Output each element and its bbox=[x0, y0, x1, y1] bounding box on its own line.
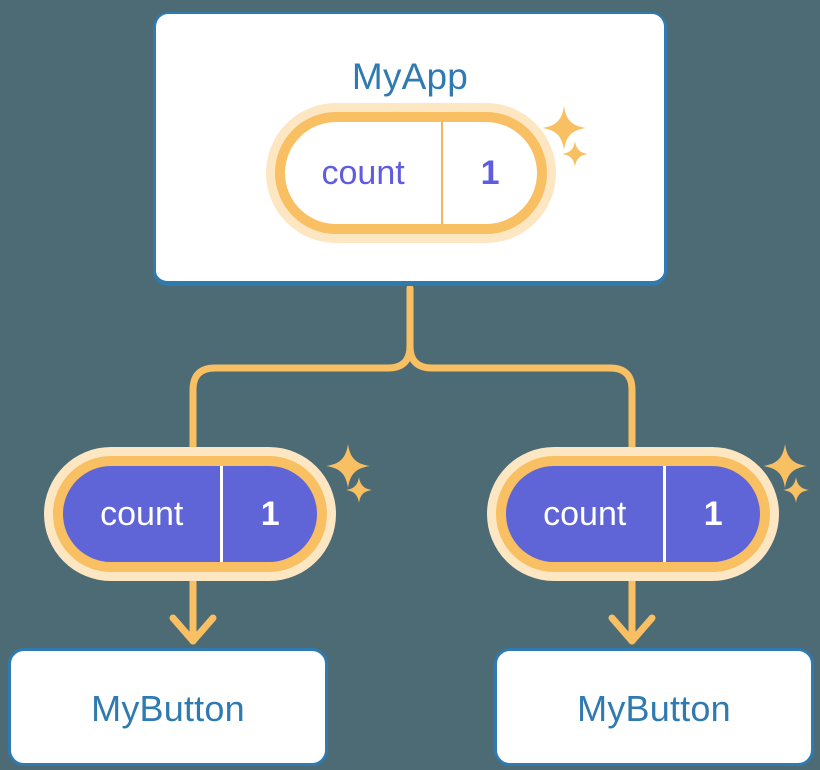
component-label: MyButton bbox=[577, 688, 731, 729]
signal-value: 1 bbox=[220, 466, 317, 562]
sparkle-icon bbox=[346, 477, 372, 503]
signal-pill-left[interactable]: count 1 bbox=[44, 447, 336, 581]
pill-body: count 1 bbox=[506, 466, 760, 562]
arrow-down-icon bbox=[608, 574, 656, 645]
component-card-mybutton-right[interactable]: MyButton bbox=[494, 648, 814, 766]
page-title: MyApp bbox=[351, 56, 469, 97]
signal-name: count bbox=[543, 495, 627, 533]
pill-body: count 1 bbox=[285, 122, 537, 224]
signal-value: 1 bbox=[441, 122, 537, 224]
component-card-mybutton-left[interactable]: MyButton bbox=[8, 648, 328, 766]
arrow-down-icon bbox=[169, 574, 217, 645]
sparkle-icon bbox=[783, 477, 809, 503]
signal-pill-myapp[interactable]: count 1 bbox=[266, 103, 556, 243]
signal-pill-right[interactable]: count 1 bbox=[487, 447, 779, 581]
signal-name: count bbox=[100, 495, 184, 533]
signal-name: count bbox=[321, 154, 405, 192]
component-label: MyButton bbox=[91, 688, 245, 729]
pill-body: count 1 bbox=[63, 466, 317, 562]
branch-connector-icon bbox=[189, 284, 636, 451]
signal-value: 1 bbox=[663, 466, 760, 562]
